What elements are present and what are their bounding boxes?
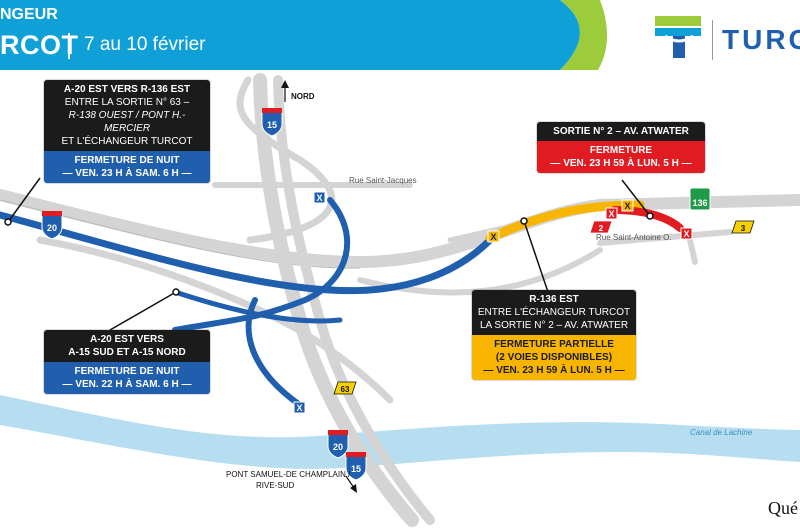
logo-text: TURCO [722,24,800,55]
callout-schedule: — VEN. 23 H À SAM. 6 H — [62,168,192,179]
svg-text:X: X [683,229,689,239]
route-136-shield-icon: 136 [689,187,711,211]
header-dates: 7 au 10 février [84,34,206,55]
turcot-t-logo-icon [655,16,701,58]
callout-title: A-20 EST VERS R-136 EST [63,84,191,95]
callout-title: R-136 EST [529,294,579,305]
closure-x-icon: X [313,191,326,204]
callout-a20-to-r136: A-20 EST VERS R-136 EST ENTRE LA SORTIE … [44,80,210,183]
canal-label: Canal de Lachine [690,428,753,437]
exit-label: 2 [599,224,604,233]
logo-separator [712,20,713,60]
night-closure-routes [0,197,494,408]
interstate-shield-icon: 15 [261,108,283,137]
shield-label: 15 [351,464,361,474]
callout-line: ET L'ÉCHANGEUR TURCOT [61,136,193,147]
svg-text:X: X [316,193,322,203]
exit-63-tag-icon: 63 [333,381,357,395]
callout-status-detail: (2 VOIES DISPONIBLES) [495,352,613,363]
street-label-saint-jacques: Rue Saint-Jacques [349,176,417,185]
callout-title: A-20 EST VERS [90,334,164,345]
page-title: RCOT [0,30,79,60]
header-background [0,0,608,70]
closure-x-icon: X [605,207,618,220]
callout-line: ENTRE L'ÉCHANGEUR TURCOT [477,307,631,318]
interstate-shield-icon: 15 [345,452,367,481]
callout-leaders [4,177,654,331]
callout-status: FERMETURE DE NUIT [74,155,180,166]
shield-label: 15 [267,120,277,130]
svg-text:X: X [490,232,496,242]
shield-label: 20 [47,223,57,233]
callout-status: FERMETURE DE NUIT [74,366,180,377]
header-banner: NGEUR RCOT 7 au 10 février [0,0,800,70]
svg-text:X: X [624,201,630,211]
north-label: NORD [291,92,315,101]
callout-line: LA SORTIE N° 2 – AV. ATWATER [479,320,629,331]
closure-x-icon: X [293,401,306,414]
shield-label: 20 [333,442,343,452]
exit-2-tag-icon: 2 [589,220,613,234]
quebec-wordmark: Qué [768,498,798,518]
bridge-label-line2: RIVE-SUD [256,481,295,490]
callout-line: R-138 OUEST / PONT H.-MERCIER [68,110,186,134]
callout-a20-to-a15: A-20 EST VERS A-15 SUD ET A-15 NORD FERM… [44,330,210,394]
svg-text:X: X [296,403,302,413]
north-arrow-icon [281,80,289,102]
exit-label: 3 [741,224,746,233]
canal-water [0,395,800,469]
callout-status: FERMETURE PARTIELLE [494,339,614,350]
closure-x-icon: X [680,227,693,240]
street-label-saint-antoine: Rue Saint-Antoine O. [596,233,672,242]
callout-r136: R-136 EST ENTRE L'ÉCHANGEUR TURCOT LA SO… [472,290,636,380]
callout-schedule: — VEN. 23 H 59 À LUN. 5 H — [550,158,692,169]
bridge-label-line1: PONT SAMUEL-DE CHAMPLAIN / [226,470,351,479]
callout-schedule: — VEN. 23 H 59 À LUN. 5 H — [483,365,625,376]
closure-x-icon: X [487,230,500,243]
shield-label: 136 [692,198,707,208]
south-arrow-icon [345,475,357,493]
callout-status: FERMETURE [589,145,653,156]
partial-closure-route [485,200,645,243]
callout-sortie-2: SORTIE N° 2 – AV. ATWATER FERMETURE — VE… [537,122,705,173]
callout-line: A-15 SUD ET A-15 NORD [68,347,186,358]
callout-schedule: — VEN. 22 H À SAM. 6 H — [62,379,192,390]
callout-line: ENTRE LA SORTIE N° 63 – [64,97,190,108]
svg-text:X: X [608,209,614,219]
interstate-shield-icon: 20 [327,430,349,459]
interstate-shield-icon: 20 [41,211,63,240]
closure-x-icon: X [621,199,634,212]
exit-3-tag-icon: 3 [731,220,755,234]
header-subtitle: NGEUR [0,6,58,23]
header-separator [68,33,70,59]
closure-markers: X X X X X X [293,191,693,414]
callout-title: SORTIE N° 2 – AV. ATWATER [553,126,689,137]
exit-label: 63 [341,385,350,394]
